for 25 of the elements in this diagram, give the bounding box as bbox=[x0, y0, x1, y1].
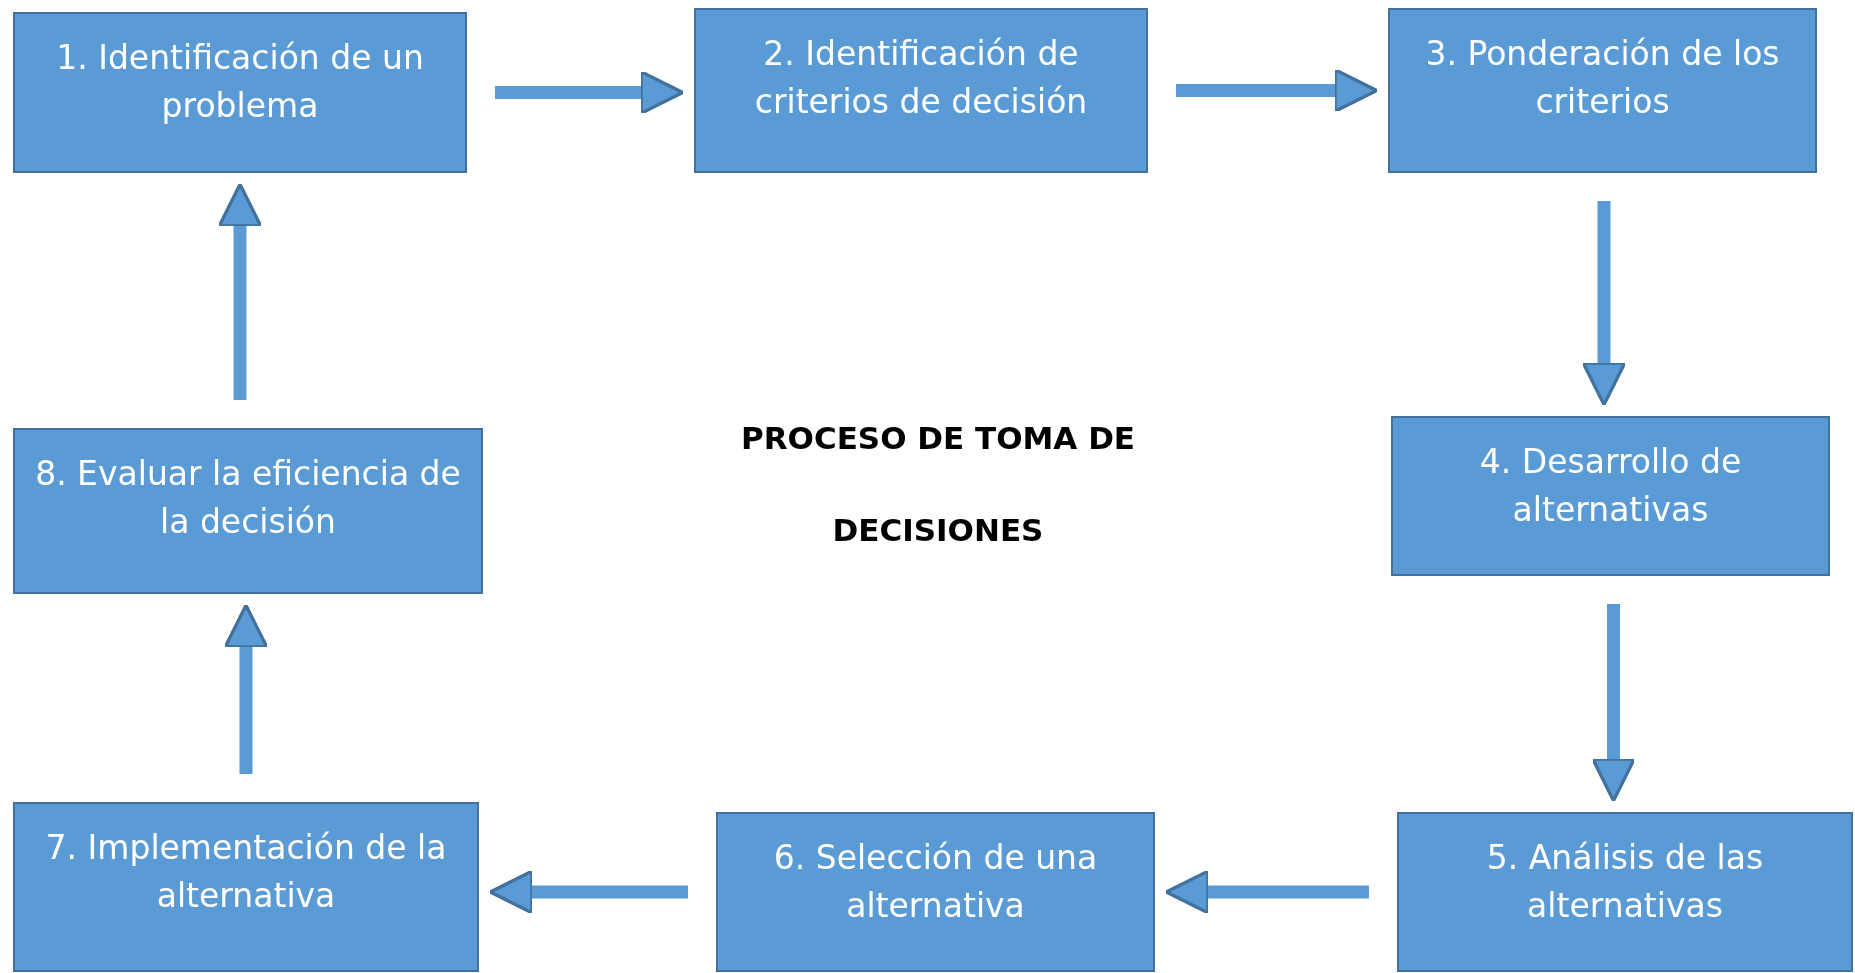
block-arrow bbox=[217, 182, 263, 400]
process-box bbox=[694, 8, 1148, 173]
block-arrow bbox=[495, 70, 685, 115]
process-box bbox=[1397, 812, 1853, 972]
process-box bbox=[1391, 416, 1830, 576]
block-arrow bbox=[1581, 201, 1627, 407]
step-label: 4. Desarrollo de alternativas bbox=[1478, 441, 1743, 531]
block-arrow bbox=[1164, 869, 1369, 915]
block-arrow bbox=[488, 869, 688, 915]
step-label: 8. Evaluar la eficiencia de la decisión bbox=[34, 453, 462, 543]
block-arrow bbox=[1176, 68, 1379, 113]
process-box bbox=[13, 428, 483, 594]
step-label: 6. Selección de una alternativa bbox=[772, 837, 1099, 927]
process-box bbox=[13, 802, 479, 972]
diagram-title: PROCESO DE TOMA DE DECISIONES bbox=[739, 419, 1137, 550]
step-label: 2. Identificación de criterios de decisión bbox=[753, 33, 1089, 123]
step-label: 3. Ponderación de los criterios bbox=[1424, 33, 1781, 123]
process-box bbox=[1388, 8, 1817, 173]
block-arrow bbox=[1591, 604, 1636, 803]
step-label: 5. Análisis de las alternativas bbox=[1485, 837, 1765, 927]
process-box bbox=[716, 812, 1155, 972]
block-arrow bbox=[223, 603, 269, 774]
step-label: 7. Implementación de la alternativa bbox=[44, 827, 448, 917]
step-label: 1. Identificación de un problema bbox=[55, 37, 425, 127]
process-box bbox=[13, 12, 467, 173]
